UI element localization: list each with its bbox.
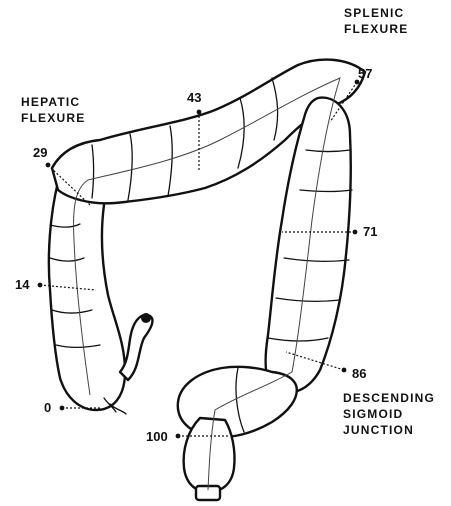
dsj-label-line-1: DESCENDING: [343, 392, 435, 405]
marker-14: 14: [15, 278, 29, 292]
appendix: [120, 315, 152, 380]
dsj-label-line-3: JUNCTION: [343, 424, 435, 437]
marker-100: 100: [146, 430, 168, 444]
appendix-tip: [141, 313, 151, 323]
dsj-label-line-2: SIGMOID: [343, 408, 435, 421]
hepatic-flexure-label: HEPATIC FLEXURE: [21, 96, 85, 125]
marker-43: 43: [187, 91, 201, 105]
hepatic-flexure-label-line-2: FLEXURE: [21, 112, 85, 125]
splenic-flexure-label-line-2: FLEXURE: [344, 23, 408, 36]
rectum: [184, 418, 235, 492]
marker-71: 71: [363, 225, 377, 239]
marker-57: 57: [358, 67, 372, 81]
descending-sigmoid-junction-label: DESCENDING SIGMOID JUNCTION: [343, 392, 435, 437]
splenic-flexure-label-line-1: SPLENIC: [344, 7, 408, 20]
marker-86: 86: [352, 367, 366, 381]
marker-0: 0: [44, 401, 51, 415]
marker-29: 29: [33, 146, 47, 160]
hepatic-flexure-label-line-1: HEPATIC: [21, 96, 85, 109]
splenic-flexure-label: SPLENIC FLEXURE: [344, 7, 408, 36]
